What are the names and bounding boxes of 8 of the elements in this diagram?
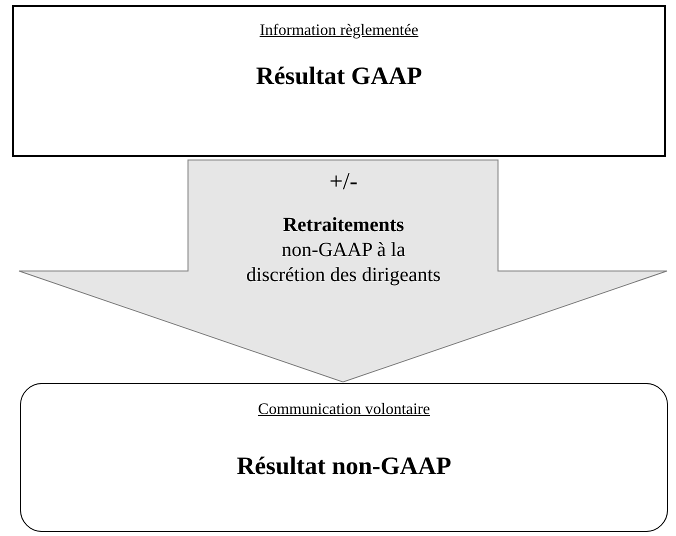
result-label: Résultat non-GAAP <box>236 452 452 482</box>
section-heading: Communication volontaire <box>258 400 430 420</box>
section-heading: Information règlementée <box>260 21 418 40</box>
text-box <box>12 5 666 157</box>
rounded-text-box <box>20 383 668 532</box>
result-label: Résultat GAAP <box>256 62 422 92</box>
edge-label: +/- Retraitements non-GAAP à la discrétion des dirigeants <box>245 170 442 288</box>
block-arrow <box>18 160 668 383</box>
